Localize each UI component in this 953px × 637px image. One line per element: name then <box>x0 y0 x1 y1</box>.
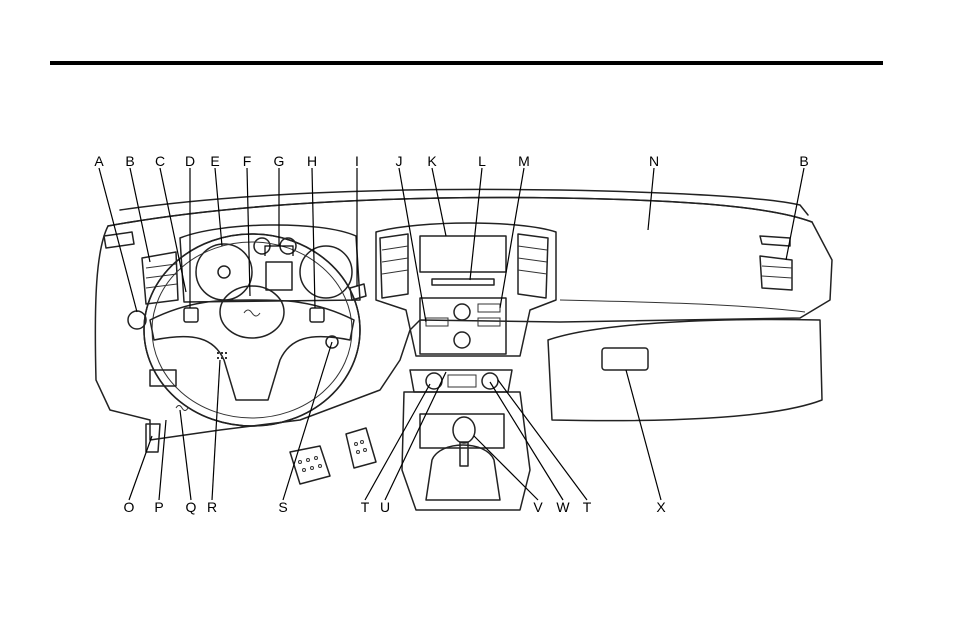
leader-Q <box>180 410 191 500</box>
shift-lever-knob <box>453 417 475 443</box>
dash-top-edge <box>120 189 808 215</box>
callout-H: H <box>307 153 317 169</box>
glovebox <box>548 320 822 421</box>
leader-T-right <box>498 380 587 500</box>
leader-K <box>432 168 446 236</box>
bottom-callouts: O P Q R S T U V W T X <box>124 499 667 515</box>
wiper-lever <box>350 284 366 300</box>
center-right-vent <box>518 234 548 298</box>
callout-F: F <box>243 153 252 169</box>
callout-I: I <box>355 153 359 169</box>
driver-information-center <box>266 262 292 290</box>
leader-N <box>648 168 654 230</box>
callout-U: U <box>380 499 390 515</box>
callout-O: O <box>124 499 135 515</box>
callout-T-left: T <box>361 499 370 515</box>
left-steering-control <box>184 308 198 322</box>
glovebox-handle <box>602 348 648 370</box>
callout-B-right: B <box>799 153 808 169</box>
leader-lines <box>99 168 804 500</box>
center-console <box>402 392 530 510</box>
callout-B-left: B <box>125 153 134 169</box>
leader-E <box>215 168 222 246</box>
callout-J: J <box>396 153 403 169</box>
center-stack <box>376 223 556 356</box>
tachometer <box>300 246 352 298</box>
dashboard-illustration <box>95 189 832 510</box>
callout-G: G <box>274 153 285 169</box>
callout-S: S <box>278 499 287 515</box>
audio-knob-lower <box>454 332 470 348</box>
leader-J <box>399 168 426 322</box>
leader-B-right <box>786 168 804 260</box>
leader-B-left <box>130 168 150 262</box>
callout-T-right: T <box>583 499 592 515</box>
horn-pad <box>220 286 284 338</box>
right-steering-control <box>310 308 324 322</box>
right-air-vent <box>760 256 792 290</box>
shift-boot <box>426 445 500 500</box>
callout-Q: Q <box>186 499 197 515</box>
leader-V <box>474 436 538 500</box>
leader-H <box>312 168 315 308</box>
leader-O <box>129 436 152 500</box>
callout-C: C <box>155 153 165 169</box>
leader-F <box>247 168 250 296</box>
dash-body <box>95 198 832 440</box>
center-left-vent <box>380 234 408 298</box>
infotainment-display <box>420 236 506 272</box>
callout-V: V <box>533 499 543 515</box>
callout-D: D <box>185 153 195 169</box>
callout-E: E <box>210 153 219 169</box>
callout-M: M <box>518 153 530 169</box>
callout-A: A <box>94 153 104 169</box>
dash-ledge <box>560 300 805 312</box>
cd-slot <box>432 279 494 285</box>
callout-R: R <box>207 499 217 515</box>
climate-knob-right <box>482 373 498 389</box>
leader-U <box>385 372 446 500</box>
callout-K: K <box>427 153 437 169</box>
callout-N: N <box>649 153 659 169</box>
right-side-window-vent <box>760 236 790 246</box>
callout-W: W <box>556 499 570 515</box>
leader-X <box>626 370 661 500</box>
callout-P: P <box>154 499 163 515</box>
leader-L <box>470 168 482 280</box>
callout-X: X <box>656 499 666 515</box>
audio-knob-upper <box>454 304 470 320</box>
callout-L: L <box>478 153 486 169</box>
brake-pedal <box>290 446 330 484</box>
top-callouts: A B C D E F G H I J K L M N B <box>94 153 808 169</box>
accelerator-pedal <box>346 428 376 468</box>
headlamp-switch <box>128 311 146 329</box>
